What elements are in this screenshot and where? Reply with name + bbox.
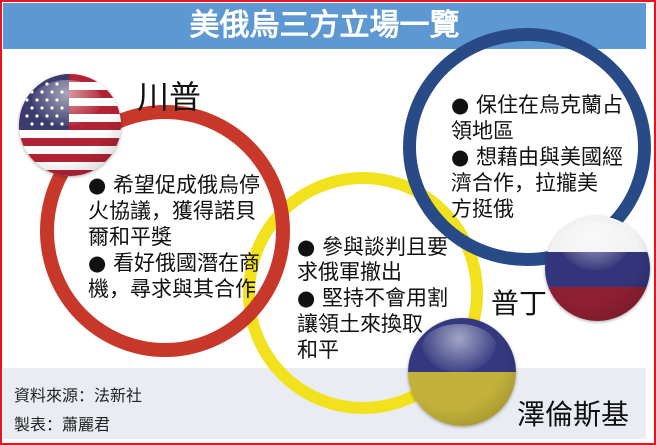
russia-point-1-line-1: ● 保住在烏克蘭占 xyxy=(451,93,623,117)
ukraine-leader-name: 澤倫斯基 xyxy=(517,398,630,431)
us-point-2-line-1: ● 看好俄國潛在商 xyxy=(88,251,260,275)
page-title: 美俄烏三方立場一覽 xyxy=(189,8,460,43)
us-point-2-line-2: 機，尋求與其合作 xyxy=(88,277,256,301)
russia-point-2-line-3: 方挺俄 xyxy=(451,197,514,221)
russia-flag-icon xyxy=(545,216,650,321)
source-credit: 資料來源：法新社 xyxy=(14,386,143,405)
russia-point-2-line-1: ● 想藉由與美國經 xyxy=(451,145,623,169)
ukraine-point-1-line-1: ● 參與談判且要 xyxy=(297,235,448,259)
ukraine-flag-icon xyxy=(408,318,516,426)
ukraine-point-1-line-2: 求俄軍撤出 xyxy=(297,260,402,284)
us-point-1-line-3: 爾和平獎 xyxy=(88,225,172,249)
ball-gloss xyxy=(31,80,103,126)
us-point-1-line-2: 火協議，獲得諾貝 xyxy=(88,199,256,223)
russia-point-2-line-2: 濟合作，拉攏美 xyxy=(451,171,598,195)
ukraine-point-2-line-2: 讓領土來換取 xyxy=(297,312,423,336)
us-point-1-line-1: ● 希望促成俄烏停 xyxy=(88,173,260,197)
ukraine-point-2-line-3: 和平 xyxy=(297,338,339,362)
us-flag-icon xyxy=(19,74,121,176)
maker-credit: 製表：蕭麗君 xyxy=(14,415,111,434)
ball-gloss xyxy=(420,324,497,374)
us-leader-name: 川普 xyxy=(137,78,202,116)
russia-leader-name: 普丁 xyxy=(491,287,548,320)
ball-gloss xyxy=(557,222,632,270)
russia-point-1-line-2: 領地區 xyxy=(451,119,514,143)
ukraine-point-2-line-1: ● 堅持不會用割 xyxy=(297,286,448,310)
